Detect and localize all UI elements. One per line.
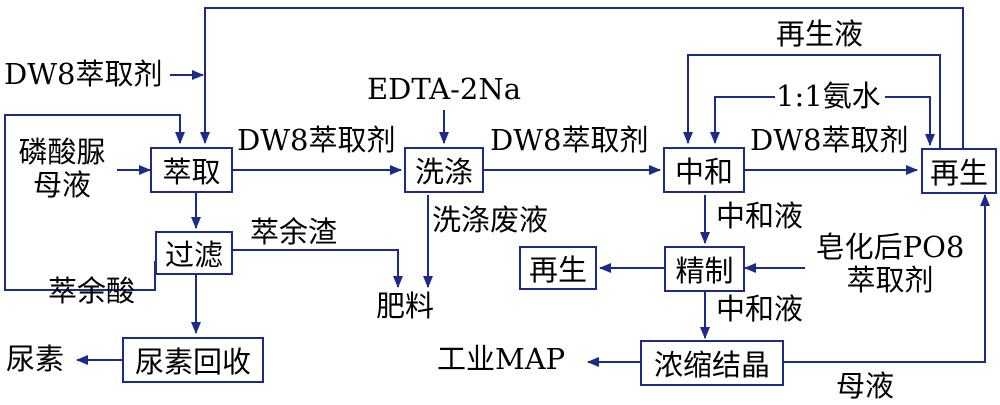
ammonia-line-right [885,96,935,146]
po8-extractant-label: 皂化后PO8 萃取剂 [815,230,965,298]
filter-box-label: 过滤 [164,238,223,272]
ammonia-label: 1:1氨水 [776,79,881,113]
concentrate-box: 浓缩结晶 [640,340,784,386]
mother-liquor-return-line [784,194,990,363]
wash-box-label: 洗涤 [414,155,473,189]
ammonia-line-left [710,96,775,144]
regen-liquid-line [683,54,941,148]
extract-box: 萃取 [150,147,233,193]
edta-label: EDTA-2Na [367,72,522,106]
raffinate-acid-label: 萃余酸 [48,274,136,308]
dw8-to-wash-label: DW8萃取剂 [237,123,396,157]
urea-label: 尿素 [6,342,65,376]
wash-box: 洗涤 [404,147,484,193]
mother-liquor-input-label: 磷酸脲 母液 [18,135,106,203]
concentrate-box-label: 浓缩结晶 [653,348,770,382]
mother-liquor-output-label: 母液 [836,369,895,403]
neutral-liquid-label-1: 中和液 [716,199,804,233]
raffinate-residue-label: 萃余渣 [250,215,338,249]
regen-mid-box-label: 再生 [528,253,587,287]
recycle-extractant-line [200,7,964,148]
dw8-input-label: DW8萃取剂 [4,57,163,91]
residue-line [233,249,403,288]
urea-recovery-box: 尿素回收 [122,337,264,383]
regen-top-box-label: 再生 [929,156,988,190]
regen-top-box: 再生 [921,148,997,194]
neutralize-box-label: 中和 [674,155,733,189]
extract-box-label: 萃取 [162,155,221,189]
dw8-to-regen-label: DW8萃取剂 [750,123,909,157]
fertilizer-label: 肥料 [376,289,435,323]
neutralize-box: 中和 [663,147,745,193]
refine-box: 精制 [664,246,745,292]
regen-mid-box: 再生 [519,246,597,290]
wash-waste-label: 洗涤废液 [432,203,549,237]
neutral-liquid-label-2: 中和液 [716,292,804,326]
filter-box: 过滤 [155,231,233,275]
refine-box-label: 精制 [675,254,734,288]
raffinate-recycle-line [4,114,185,291]
regen-liquid-label: 再生液 [776,17,864,51]
urea-recovery-box-label: 尿素回收 [134,345,251,379]
dw8-to-neutral-label: DW8萃取剂 [490,123,649,157]
industrial-map-label: 工业MAP [437,342,566,376]
